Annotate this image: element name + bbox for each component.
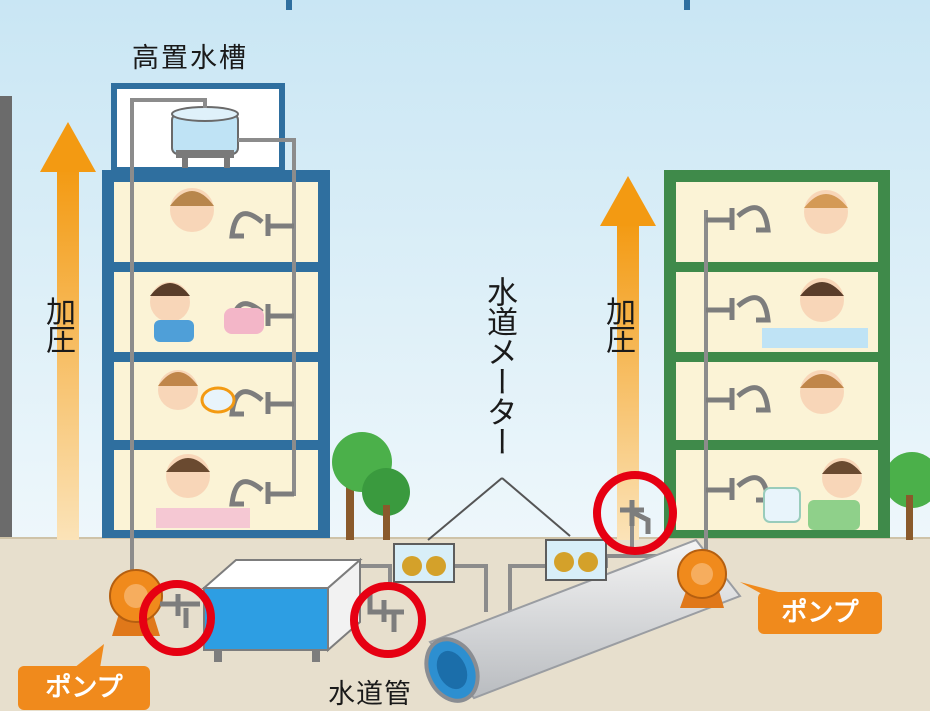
residents-left [150,188,264,528]
highlight-circle-1 [139,580,215,656]
highlight-circle-2 [350,582,426,658]
elevated-tank-label: 高置水槽 [132,43,248,74]
meter-pointer-lines [427,477,571,541]
water-main-pipe [424,538,742,703]
water-meter-left [393,543,455,583]
pressure-label-right: 加圧 [600,296,635,352]
water-main-label: 水道管 [328,679,412,710]
pump-left [109,569,163,636]
elevated-water-tank [171,106,239,168]
highlight-circle-3 [593,471,677,555]
residents-right [762,190,868,530]
water-meter-right [545,539,607,581]
left-building-pipes [130,98,296,570]
tree-right [884,452,930,540]
faucets-left-building [229,211,294,507]
left-edge-strip [0,96,12,566]
faucets-right-building [706,205,771,503]
pump-left-pointer [74,644,104,668]
pump-right-pointer [740,582,786,594]
faucet-near-pump [160,594,200,628]
pressure-arrow-left [40,122,96,540]
pump-label-right: ポンプ [758,592,882,634]
faucet-near-tank [367,590,404,632]
faucet-on-supply-line [620,500,651,534]
pressure-arrow-right [600,176,656,540]
pressure-label-left: 加圧 [40,296,75,352]
pump-label-left: ポンプ [18,666,150,710]
water-meter-label: 水道メーター [481,276,517,456]
tree-left [332,432,410,540]
pump-right [677,549,727,608]
